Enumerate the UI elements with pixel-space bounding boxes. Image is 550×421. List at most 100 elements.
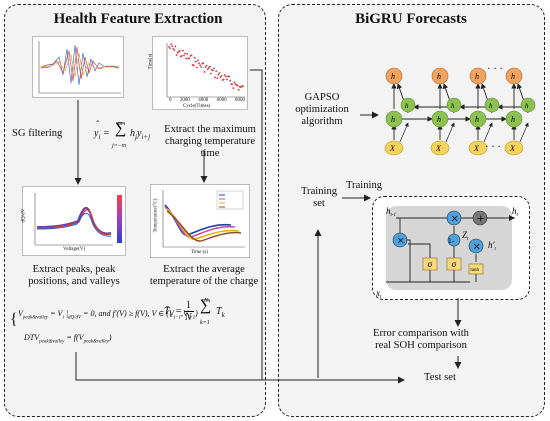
network-edges: [391, 83, 529, 143]
gru-reset-multiply-symbol: ×: [397, 236, 405, 247]
peaks-label: Extract peaks, peak positions, and valle…: [28, 264, 120, 287]
scatter-point: [183, 54, 185, 57]
time-xticks: 0 2000 4000 6000 8000: [169, 98, 245, 103]
scatter-point: [204, 66, 207, 69]
scatter-point: [220, 74, 223, 77]
scatter-point: [197, 59, 199, 62]
forward-node: [505, 110, 523, 128]
training-label: Training: [345, 180, 383, 191]
xtick-2: 4000: [198, 98, 209, 103]
gru-sigma1-out: [408, 243, 431, 258]
output-node: [385, 67, 403, 85]
scatter-point: [200, 66, 203, 68]
forward-node-label: h: [391, 115, 395, 124]
scatter-point: [233, 81, 236, 84]
ellipsis-top: · · ·: [487, 64, 503, 75]
scatter-point: [212, 69, 214, 72]
input-node-label: X: [509, 144, 516, 153]
input-node-label: X: [473, 144, 480, 153]
avg-temp-equation: T̄c = 1 N N ∑ k=1 Tk: [164, 297, 225, 327]
gru-sigma-gate-2: [446, 257, 462, 271]
scatter-point: [213, 67, 215, 70]
scatter-point: [199, 64, 202, 67]
scatter-point: [203, 71, 206, 73]
ic-curve-red: [36, 209, 112, 236]
gru-forget-multiply-symbol: ×: [451, 214, 459, 225]
edge-x-to-back: [399, 122, 409, 143]
backward-node-label: h: [489, 102, 493, 110]
avg-temp-label: Extract the average temperature of the c…: [149, 264, 259, 287]
max-temp-time-plot: Time(s) 0 2000 4000 6000 8000 Cycle(Time…: [148, 36, 248, 110]
scatter-point: [198, 62, 200, 65]
scatter-point: [193, 56, 196, 59]
scatter-point: [186, 53, 189, 55]
scatter-point: [237, 89, 240, 91]
scatter-point: [175, 54, 178, 56]
time-xlabel: Cycle(Times): [183, 104, 211, 109]
gru-add-symbol: +: [477, 214, 485, 225]
scatter-point: [239, 86, 242, 89]
output-node-label: h: [437, 72, 441, 81]
output-node-label: h: [475, 72, 479, 81]
ic-colorbar: [117, 195, 122, 243]
scatter-point: [223, 74, 226, 76]
temp-curve-4: [166, 210, 242, 242]
health-feature-title: Health Feature Extraction: [53, 11, 223, 27]
backward-node: [446, 97, 462, 113]
gru-update-multiply-symbol: ×: [473, 242, 481, 253]
output-node-label: h: [391, 72, 395, 81]
scatter-point: [229, 79, 232, 82]
forward-node-label: h: [475, 115, 479, 124]
gru-x-label: xt: [375, 288, 382, 300]
forward-node: [469, 110, 487, 128]
input-node-label: X: [389, 144, 396, 153]
sg-filtering-label: SG filtering: [12, 128, 63, 139]
scatter-point: [214, 76, 217, 79]
gru-reset-multiply: [392, 232, 408, 248]
test-set-label: Test set: [424, 372, 456, 383]
scatter-point: [209, 72, 212, 75]
edge-x-to-back: [483, 122, 493, 143]
avg-temp-svg: [162, 190, 245, 248]
scatter-point: [228, 75, 230, 78]
input-node: [430, 140, 450, 156]
scatter-point: [194, 60, 197, 63]
scatter-point: [171, 45, 174, 48]
scatter-point: [206, 68, 209, 71]
gru-forget-multiply: [446, 210, 462, 226]
scatter-point: [234, 83, 237, 86]
input-node: [384, 140, 404, 156]
scatter-point: [231, 83, 234, 86]
gru-z-label: Zt: [462, 230, 469, 242]
bigru-title: BiGRU Forecasts: [355, 11, 467, 27]
gru-sigma-gate-1-label: σ: [427, 259, 432, 269]
scatter-point: [174, 45, 177, 48]
gru-h-cand-label: h't: [488, 240, 496, 252]
ic-xlabel: Voltage(V): [63, 247, 86, 252]
xtick-4: 8000: [235, 98, 245, 103]
gru-one-minus: [447, 233, 461, 247]
gru-tanh-gate: [468, 263, 484, 275]
scatter-point: [218, 72, 221, 74]
input-node: [468, 140, 488, 156]
scatter-point: [195, 66, 198, 69]
raw-signal-plot: [32, 36, 124, 98]
scatter-point: [172, 47, 175, 50]
scatter-point: [232, 87, 235, 89]
arrow-eq-to-testset: [75, 352, 262, 381]
gru-h-out-label: ht: [512, 206, 519, 218]
scatter-point: [224, 75, 227, 78]
backward-node: [520, 97, 536, 113]
scatter-point: [170, 43, 173, 46]
xtick-0: 0: [169, 98, 172, 103]
forward-node: [431, 110, 449, 128]
xtick-1: 2000: [179, 98, 190, 103]
raw-signal-orange: [40, 52, 119, 78]
scatter-point: [242, 85, 244, 88]
raw-signal-blue: [40, 44, 120, 86]
scatter-point: [219, 76, 222, 79]
scatter-point: [169, 47, 171, 50]
ic-curve-plot: dQ/dV Voltage(V): [21, 186, 126, 256]
